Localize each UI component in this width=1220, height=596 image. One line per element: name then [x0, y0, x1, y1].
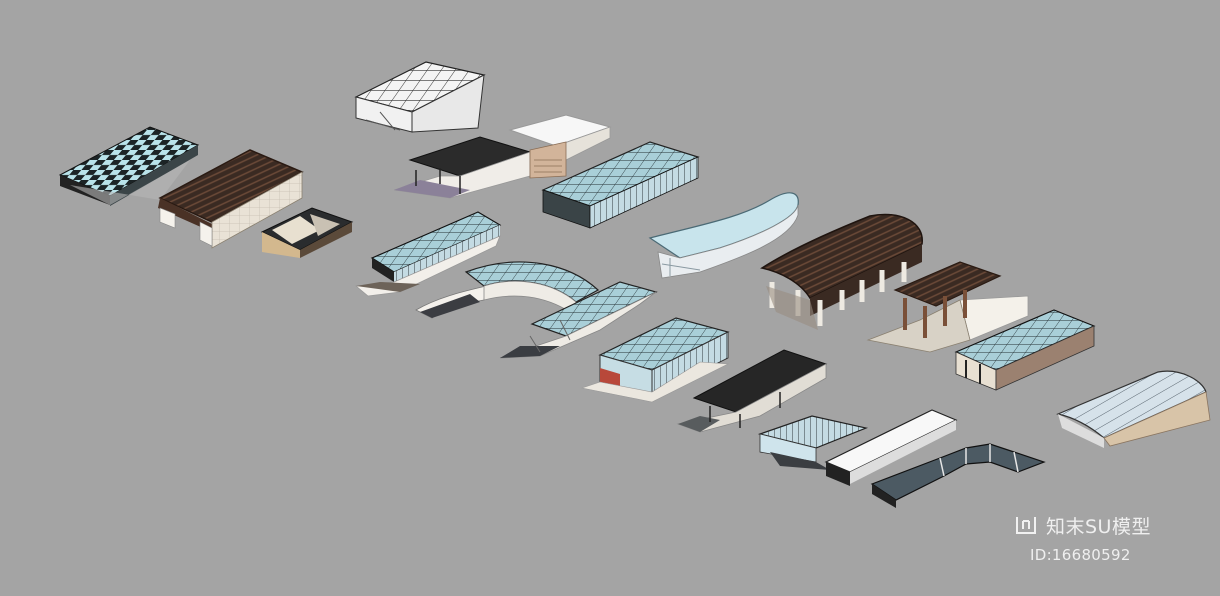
dark-flat-roof-ramp-model[interactable]: [676, 349, 828, 433]
checkered-glass-canopy-model[interactable]: [58, 126, 200, 206]
long-glass-frame-canopy-model[interactable]: [541, 141, 700, 229]
grid-glass-box-canopy-model[interactable]: [354, 61, 486, 133]
white-angled-entrance-model[interactable]: [824, 409, 958, 486]
curved-arch-glass-canopy-model[interactable]: [415, 261, 600, 319]
curved-step-canopy-model[interactable]: [870, 443, 1046, 508]
sloped-ramp-entrance-dark-roof-model[interactable]: [393, 136, 532, 199]
faceted-triangle-pavilion-model[interactable]: [260, 207, 354, 258]
glass-cube-pavilion-model[interactable]: [580, 317, 730, 403]
glass-louver-entrance-model[interactable]: [757, 415, 869, 470]
zhimo-logo-icon: [1016, 517, 1036, 534]
straight-glass-ramp-canopy-model[interactable]: [499, 281, 658, 359]
dark-barrel-vault-pavilion-model[interactable]: [760, 213, 923, 330]
dark-slatted-roof-entrance-model[interactable]: [158, 149, 304, 249]
glazed-frame-entrance-model[interactable]: [954, 309, 1096, 391]
white-block-entrance-model[interactable]: [508, 114, 612, 179]
watermark-brand: 知末SU模型: [1046, 516, 1151, 538]
curved-glass-canopy-model[interactable]: [648, 192, 799, 279]
pergola-ramp-entrance-model[interactable]: [866, 261, 1029, 353]
long-glass-roof-entrance-model[interactable]: [355, 211, 502, 297]
watermark: 知末SU模型 ID:16680592: [1012, 510, 1202, 570]
barrel-glass-canopy-model[interactable]: [1056, 370, 1211, 448]
watermark-id: ID:16680592: [1030, 546, 1131, 564]
